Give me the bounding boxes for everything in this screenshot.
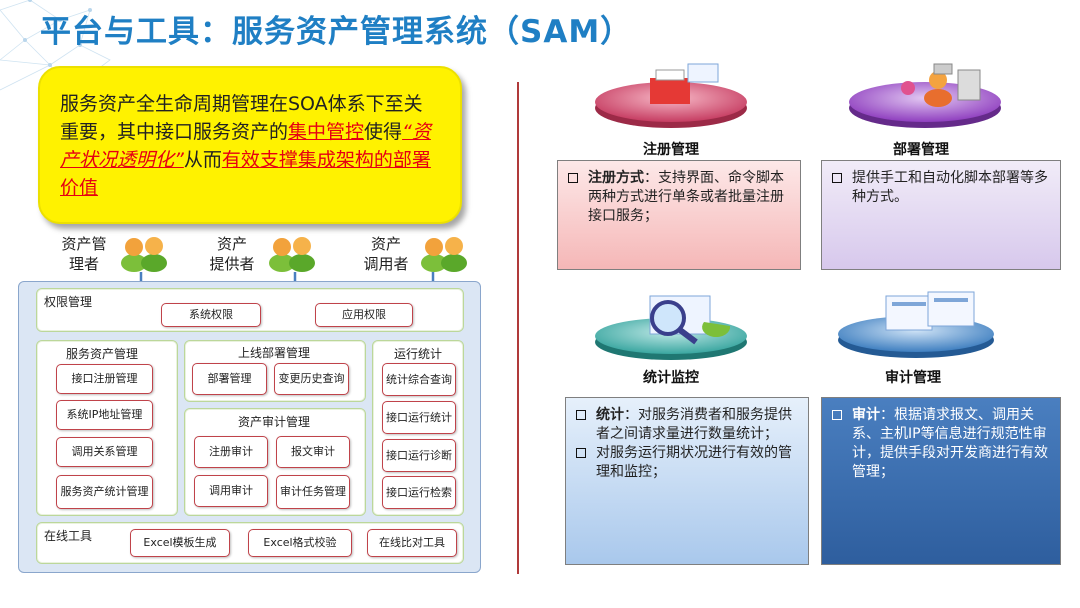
bullet-icon — [568, 173, 578, 183]
callout-highlight-2: “资产状况透明化” — [60, 121, 431, 171]
monitor-disc-icon — [595, 295, 747, 360]
people-icon — [421, 237, 467, 272]
feature-label-audit: 审计管理 — [885, 370, 941, 386]
feature-label-monitor: 统计监控 — [643, 370, 699, 386]
interface-search-button[interactable]: 接口运行检索 — [382, 476, 456, 509]
group-label: 运行统计 — [394, 347, 443, 361]
bullet-icon — [832, 410, 842, 420]
bullet-icon — [576, 448, 586, 458]
people-icon — [121, 237, 167, 272]
callout-text-3: 从而 — [183, 149, 222, 171]
vertical-divider — [517, 82, 519, 574]
group-label: 服务资产管理 — [66, 347, 139, 361]
group-label: 在线工具 — [44, 529, 93, 543]
audit-disc-icon — [838, 291, 994, 358]
audit-task-button[interactable]: 审计任务管理 — [276, 475, 350, 509]
feature-card-deploy: 提供手工和自动化脚本部署等多种方式。 — [821, 160, 1061, 270]
callout-highlight-1: 集中管控 — [288, 121, 365, 143]
feature-card-register: 注册方式：支持界面、命令脚本两种方式进行单条或者批量注册接口服务； — [557, 160, 801, 270]
interface-register-button[interactable]: 接口注册管理 — [56, 364, 153, 394]
group-label: 权限管理 — [44, 295, 93, 309]
app-permission-button[interactable]: 应用权限 — [315, 303, 413, 327]
mesh-decoration — [0, 0, 111, 91]
asset-stats-button[interactable]: 服务资产统计管理 — [56, 475, 153, 509]
role-label-provider: 资产提供者 — [209, 235, 255, 273]
bullet-icon — [832, 173, 842, 183]
deploy-button[interactable]: 部署管理 — [192, 363, 267, 395]
callout-text-1: 服务资产全生命周期管理在SOA体系下至关重要，其中接口服务资产的 — [60, 93, 423, 143]
role-label-consumer: 资产调用者 — [363, 235, 409, 273]
system-ip-button[interactable]: 系统IP地址管理 — [56, 400, 153, 430]
feature-label-deploy: 部署管理 — [893, 142, 949, 158]
change-history-button[interactable]: 变更历史查询 — [274, 363, 349, 395]
interface-stats-button[interactable]: 接口运行统计 — [382, 401, 456, 434]
people-icon — [269, 237, 315, 272]
stats-query-button[interactable]: 统计综合查询 — [382, 363, 456, 396]
page-title: 平台与工具：服务资产管理系统（SAM） — [40, 14, 633, 50]
call-audit-button[interactable]: 调用审计 — [194, 475, 268, 507]
role-label-manager: 资产管理者 — [61, 235, 107, 273]
excel-template-button[interactable]: Excel模板生成 — [130, 529, 230, 557]
group-label: 资产审计管理 — [238, 415, 311, 429]
bullet-icon — [576, 410, 586, 420]
feature-label-register: 注册管理 — [643, 142, 699, 158]
callout-text-2: 使得 — [364, 121, 403, 143]
excel-validate-button[interactable]: Excel格式校验 — [248, 529, 352, 557]
call-relation-button[interactable]: 调用关系管理 — [56, 437, 153, 467]
online-compare-button[interactable]: 在线比对工具 — [367, 529, 457, 557]
group-label: 上线部署管理 — [238, 346, 311, 360]
deploy-disc-icon — [849, 63, 1001, 128]
register-audit-button[interactable]: 注册审计 — [194, 436, 268, 468]
interface-diagnose-button[interactable]: 接口运行诊断 — [382, 439, 456, 472]
summary-callout: 服务资产全生命周期管理在SOA体系下至关重要，其中接口服务资产的集中管控使得“资… — [38, 66, 462, 224]
system-permission-button[interactable]: 系统权限 — [161, 303, 261, 327]
register-disc-icon — [595, 63, 747, 128]
message-audit-button[interactable]: 报文审计 — [276, 436, 350, 468]
feature-card-monitor: 统计：对服务消费者和服务提供者之间请求量进行数量统计； 对服务运行期状况进行有效… — [565, 397, 809, 565]
callout-highlight-3: 有效支撑集成架构的部署价值 — [60, 149, 431, 199]
feature-card-audit: 审计：根据请求报文、调用关系、主机IP等信息进行规范性审计，提供手段对开发商进行… — [821, 397, 1061, 565]
